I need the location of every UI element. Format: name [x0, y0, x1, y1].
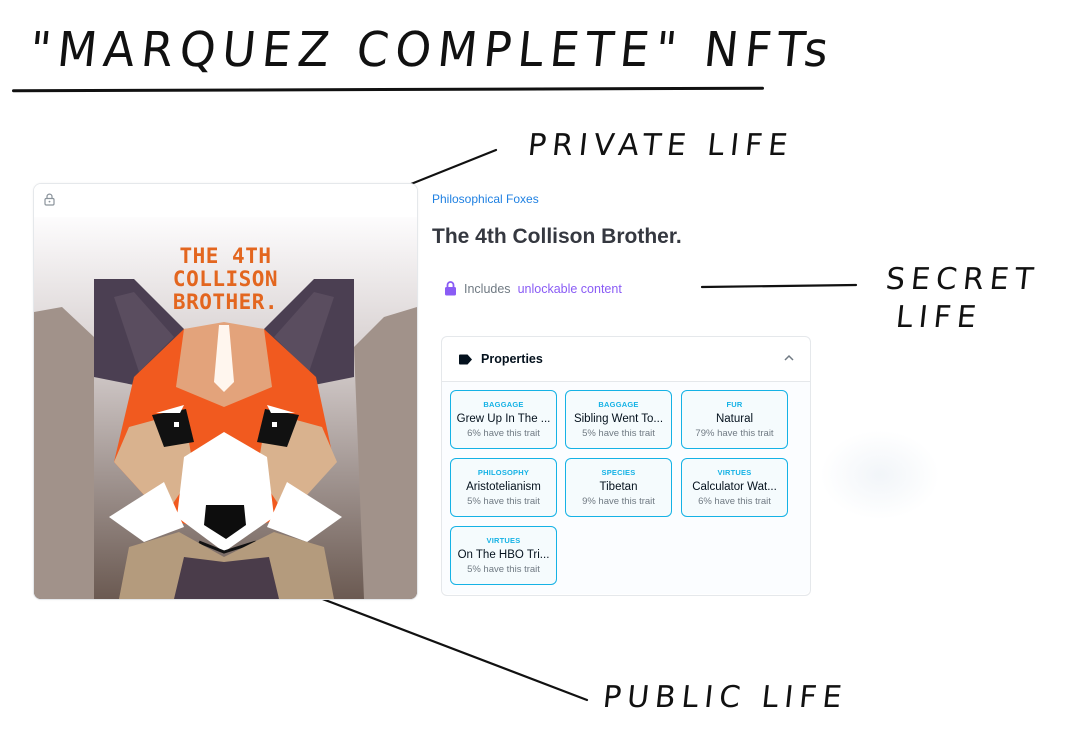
chevron-up-icon[interactable]	[784, 354, 794, 361]
trait-type: BAGGAGE	[483, 400, 524, 409]
trait-type: SPECIES	[601, 468, 636, 477]
unlockable-prefix: Includes	[464, 281, 511, 296]
trait-card[interactable]: BAGGAGE Grew Up In The ... 6% have this tr…	[450, 390, 557, 449]
annotation-secret-life-line2: LIFE	[894, 300, 984, 335]
annotation-secret-life-line1: SECRET	[884, 262, 1041, 297]
trait-rarity: 79% have this trait	[695, 428, 774, 439]
artwork-title-line: COLLISON	[172, 267, 279, 291]
trait-value: Aristotelianism	[466, 481, 541, 493]
trait-rarity: 5% have this trait	[467, 564, 540, 575]
annotation-title: "MARQUEZ COMPLETE" NFTs	[27, 22, 838, 78]
trait-rarity: 6% have this trait	[467, 428, 540, 439]
trait-type: PHILOSOPHY	[477, 468, 530, 477]
tag-icon	[459, 354, 472, 364]
nft-card-header	[34, 184, 417, 217]
trait-rarity: 9% have this trait	[582, 496, 655, 507]
nft-image-card[interactable]: THE 4TH COLLISON BROTHER.	[33, 183, 418, 600]
lock-icon	[445, 281, 456, 296]
trait-rarity: 5% have this trait	[582, 428, 655, 439]
trait-rarity: 6% have this trait	[698, 496, 771, 507]
trait-card[interactable]: BAGGAGE Sibling Went To... 5% have this tr…	[565, 390, 672, 449]
trait-card[interactable]: FUR Natural 79% have this trait	[681, 390, 788, 449]
title-underline	[11, 86, 765, 93]
collection-link[interactable]: Philosophical Foxes	[432, 192, 539, 206]
trait-value: Calculator Wat...	[692, 481, 777, 493]
trait-rarity: 5% have this trait	[467, 496, 540, 507]
trait-card[interactable]: PHILOSOPHY Aristotelianism 5% have this tr…	[450, 458, 557, 517]
trait-card[interactable]: SPECIES Tibetan 9% have this trait	[565, 458, 672, 517]
trait-card[interactable]: VIRTUES Calculator Wat... 6% have this tra…	[681, 458, 788, 517]
trait-card[interactable]: VIRTUES On The HBO Tri... 5% have this tra…	[450, 526, 557, 585]
lock-icon	[44, 193, 55, 206]
trait-type: VIRTUES	[486, 536, 521, 545]
artwork-title-text: THE 4TH COLLISON BROTHER.	[34, 245, 417, 314]
properties-title: Properties	[481, 352, 543, 366]
trait-type: VIRTUES	[717, 468, 752, 477]
fox-artwork	[34, 217, 417, 599]
annotation-private-life: PRIVATE LIFE	[526, 128, 796, 163]
unlockable-content-link[interactable]: unlockable content	[517, 281, 622, 296]
background-smudge	[820, 430, 940, 520]
trait-value: Natural	[715, 413, 754, 425]
trait-value: Sibling Went To...	[573, 413, 664, 425]
unlockable-content-row[interactable]: Includes unlockable content	[444, 281, 622, 296]
properties-header[interactable]: Properties	[442, 337, 810, 382]
annotation-public-life: PUBLIC LIFE	[601, 680, 850, 715]
artwork-title-line: THE 4TH	[179, 244, 272, 268]
trait-type: BAGGAGE	[598, 400, 639, 409]
trait-value: Tibetan	[599, 481, 638, 493]
trait-value: Grew Up In The ...	[456, 413, 551, 425]
item-title: The 4th Collison Brother.	[432, 225, 682, 248]
artwork-title-line: BROTHER.	[172, 290, 279, 314]
trait-value: On The HBO Tri...	[457, 549, 550, 561]
pointer-line-secret	[700, 283, 858, 289]
trait-type: FUR	[726, 400, 743, 409]
